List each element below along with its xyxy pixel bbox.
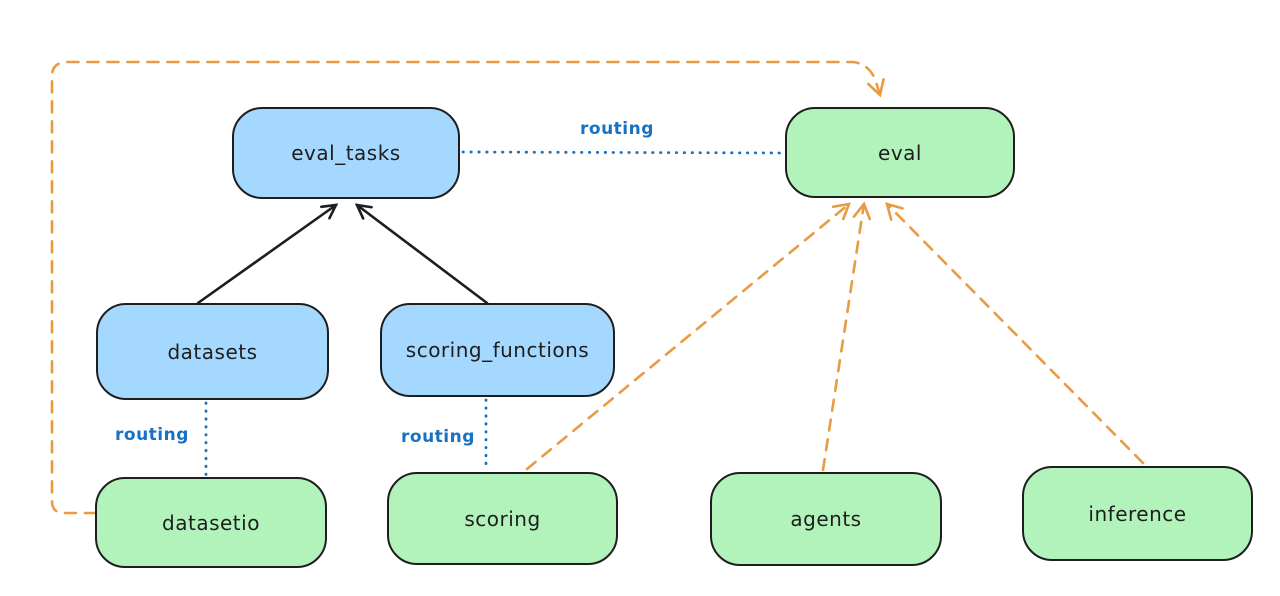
edge-datasets-to-eval-tasks xyxy=(196,203,339,305)
edge-inference-to-eval xyxy=(885,202,1145,465)
node-inference-label: inference xyxy=(1088,501,1187,526)
node-scoring-label: scoring xyxy=(464,506,541,531)
node-eval: eval xyxy=(785,107,1015,198)
node-scoring-functions-label: scoring_functions xyxy=(405,338,590,362)
edge-agents-to-eval xyxy=(821,201,872,472)
node-datasets: datasets xyxy=(96,303,329,400)
node-eval-tasks-label: eval_tasks xyxy=(291,141,401,165)
routing-label-datasets-datasetio: routing xyxy=(115,425,189,445)
node-scoring: scoring xyxy=(387,472,618,565)
node-inference: inference xyxy=(1022,466,1253,561)
node-eval-label: eval xyxy=(878,140,922,165)
node-datasets-label: datasets xyxy=(167,339,258,364)
node-eval-tasks: eval_tasks xyxy=(232,107,460,199)
edge-eval-tasks-to-eval xyxy=(461,150,788,155)
edge-datasetio-to-eval xyxy=(50,60,885,515)
node-agents-label: agents xyxy=(790,507,862,531)
routing-label-eval-tasks-eval: routing xyxy=(580,119,654,139)
routing-label-scoring-functions-scoring: routing xyxy=(401,427,475,447)
node-scoring-functions: scoring_functions xyxy=(380,303,615,397)
node-agents: agents xyxy=(710,472,942,566)
edge-scoring-to-eval xyxy=(525,202,852,471)
node-datasetio: datasetio xyxy=(95,477,327,568)
edge-scoring-functions-to-eval-tasks xyxy=(354,203,489,305)
node-datasetio-label: datasetio xyxy=(162,510,260,535)
